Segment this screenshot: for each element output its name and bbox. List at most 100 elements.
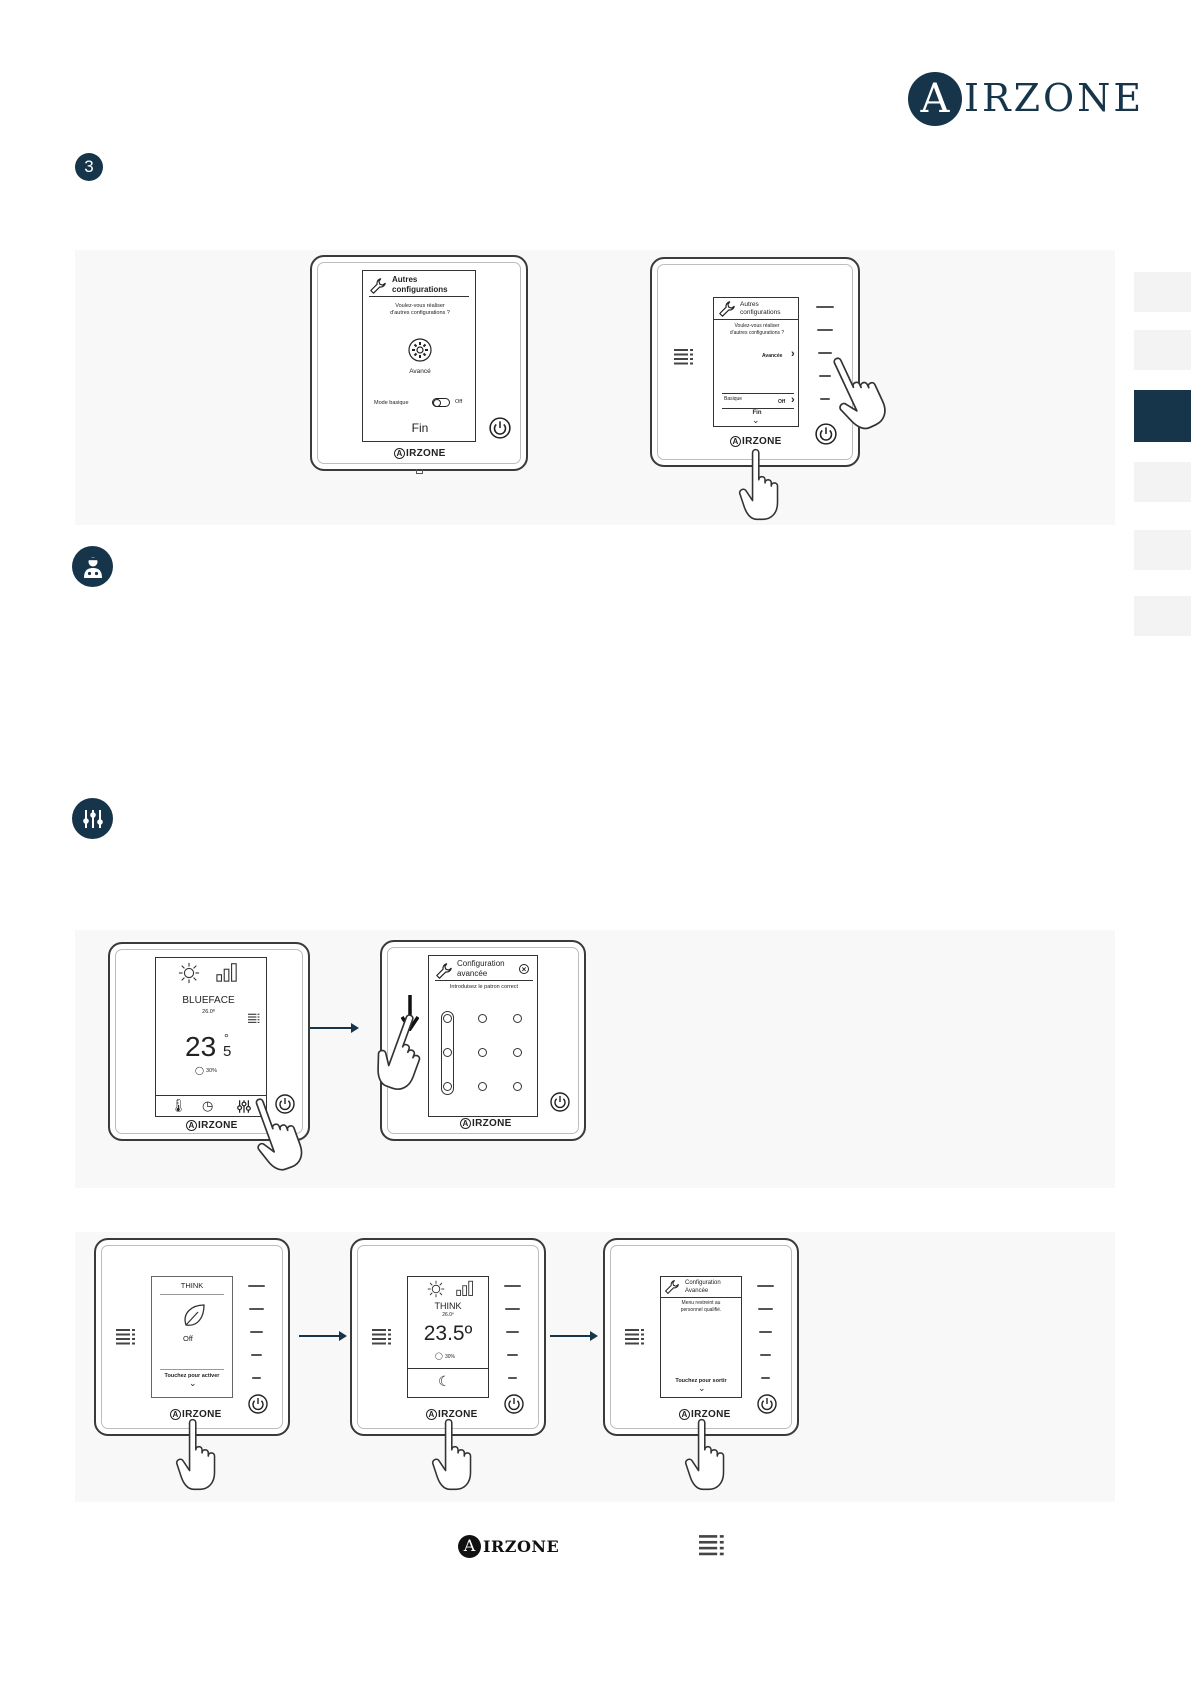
pattern-dot[interactable] (443, 1048, 452, 1057)
logo-circle: A (908, 72, 962, 126)
side-button-5[interactable] (508, 1377, 517, 1379)
humidity: 30% (445, 1354, 456, 1360)
screen-title-line2: Avancée (685, 1288, 709, 1294)
end-button[interactable]: Fin (411, 421, 429, 435)
side-button-2[interactable] (817, 329, 833, 331)
menu-list-icon[interactable] (674, 349, 694, 365)
side-button-3[interactable] (250, 1331, 263, 1333)
wrench-icon (718, 300, 736, 318)
moon-icon[interactable]: ☾ (438, 1373, 451, 1389)
airzone-inline-logo: A IRZONE (458, 1533, 559, 1559)
pattern-dot[interactable] (513, 1082, 522, 1091)
side-tab-active[interactable] (1134, 390, 1191, 442)
basic-mode-toggle[interactable] (432, 398, 450, 407)
pattern-dot[interactable] (478, 1082, 487, 1091)
power-icon[interactable] (489, 417, 511, 439)
signal-bars-icon (456, 1280, 474, 1296)
side-button-3[interactable] (818, 352, 832, 354)
step-arrow (310, 1024, 359, 1032)
thermostat-left-screen: Autres configurations Voulez-vous réalis… (362, 270, 476, 442)
basic-option-value[interactable]: Off (778, 399, 786, 405)
pattern-dot[interactable] (478, 1048, 487, 1057)
pattern-dot[interactable] (443, 1014, 452, 1023)
menu-list-icon[interactable] (372, 1329, 392, 1345)
side-tab-1 (1134, 272, 1191, 312)
power-icon[interactable] (248, 1394, 268, 1414)
side-button-4[interactable] (251, 1354, 262, 1356)
chevron-down-icon: ⌄ (698, 1383, 706, 1393)
thermometer-icon[interactable]: 🌡︎ (170, 1098, 187, 1113)
title-divider (435, 980, 533, 981)
side-button-1[interactable] (504, 1285, 521, 1287)
pattern-dot[interactable] (513, 1014, 522, 1023)
side-button-1[interactable] (816, 306, 834, 308)
message-line1: Menu restreint au (681, 1300, 721, 1306)
temperature-decimal: 5 (223, 1043, 232, 1060)
advanced-option[interactable]: Avancée (762, 353, 783, 359)
menu-list-icon[interactable] (116, 1329, 136, 1345)
option-divider (722, 393, 794, 394)
clock-icon[interactable]: ◷ (202, 1098, 214, 1113)
zone-name: BLUEFACE (182, 995, 235, 1006)
leaf-icon (184, 1304, 205, 1326)
side-button-2[interactable] (505, 1308, 520, 1310)
power-icon[interactable] (504, 1394, 524, 1414)
sun-icon (178, 962, 200, 984)
sliders-icon (72, 798, 113, 839)
sliders-icon[interactable] (236, 1099, 252, 1114)
screen-title-line2: avancée (457, 969, 488, 978)
side-button-4[interactable] (819, 375, 831, 377)
title-divider (369, 296, 469, 297)
side-button-5[interactable] (252, 1377, 261, 1379)
wrench-icon (369, 277, 387, 295)
setpoint: 26.0º (442, 1312, 454, 1318)
gear-icon[interactable] (407, 337, 433, 363)
close-icon[interactable]: × (519, 964, 529, 974)
touch-to-activate[interactable]: Touchez pour activer (164, 1373, 220, 1379)
logo-letter: A (920, 76, 950, 122)
power-icon[interactable] (815, 423, 837, 445)
step-number: 3 (84, 157, 94, 176)
end-button[interactable]: Fin (752, 410, 762, 416)
advanced-label: Avancé (409, 368, 431, 375)
side-tab-5 (1134, 530, 1191, 570)
logo-circle: A (458, 1534, 481, 1558)
side-button-2[interactable] (758, 1308, 773, 1310)
side-button-2[interactable] (249, 1308, 264, 1310)
hand-pointer-icon (684, 1418, 736, 1492)
side-button-1[interactable] (757, 1285, 774, 1287)
side-button-5[interactable] (761, 1377, 770, 1379)
side-button-3[interactable] (759, 1331, 772, 1333)
chevron-down-icon: ⌄ (752, 415, 760, 425)
menu-list-icon (699, 1535, 725, 1556)
power-icon[interactable] (550, 1092, 570, 1112)
pattern-dot[interactable] (443, 1082, 452, 1091)
menu-list-icon[interactable] (248, 1013, 260, 1024)
thermostat-pattern: Configuration avancée × Introduisez le p… (380, 940, 586, 1141)
side-button-4[interactable] (760, 1354, 771, 1356)
pattern-dot[interactable] (478, 1014, 487, 1023)
drop-icon: ◯ (435, 1353, 443, 1360)
zone-name: THINK (180, 1281, 204, 1290)
thermostat-right-screen: Autres configurations Voulez-vous réalis… (713, 297, 799, 427)
power-icon[interactable] (757, 1394, 777, 1414)
menu-list-icon[interactable] (625, 1329, 645, 1345)
setpoint: 26.0º (202, 1009, 215, 1015)
side-button-1[interactable] (248, 1285, 265, 1287)
question-line2: d'autres configurations ? (390, 310, 450, 316)
side-button-5[interactable] (820, 398, 830, 400)
humidity: 30% (206, 1068, 218, 1074)
side-button-4[interactable] (507, 1354, 518, 1356)
step-arrow (299, 1332, 347, 1340)
zone-name: THINK (434, 1301, 462, 1311)
step-number-badge: 3 (75, 153, 103, 181)
touch-to-exit[interactable]: Touchez pour sortir (675, 1378, 727, 1384)
pattern-dot[interactable] (513, 1048, 522, 1057)
side-button-3[interactable] (506, 1331, 519, 1333)
pattern-swipe-path (441, 1011, 454, 1095)
